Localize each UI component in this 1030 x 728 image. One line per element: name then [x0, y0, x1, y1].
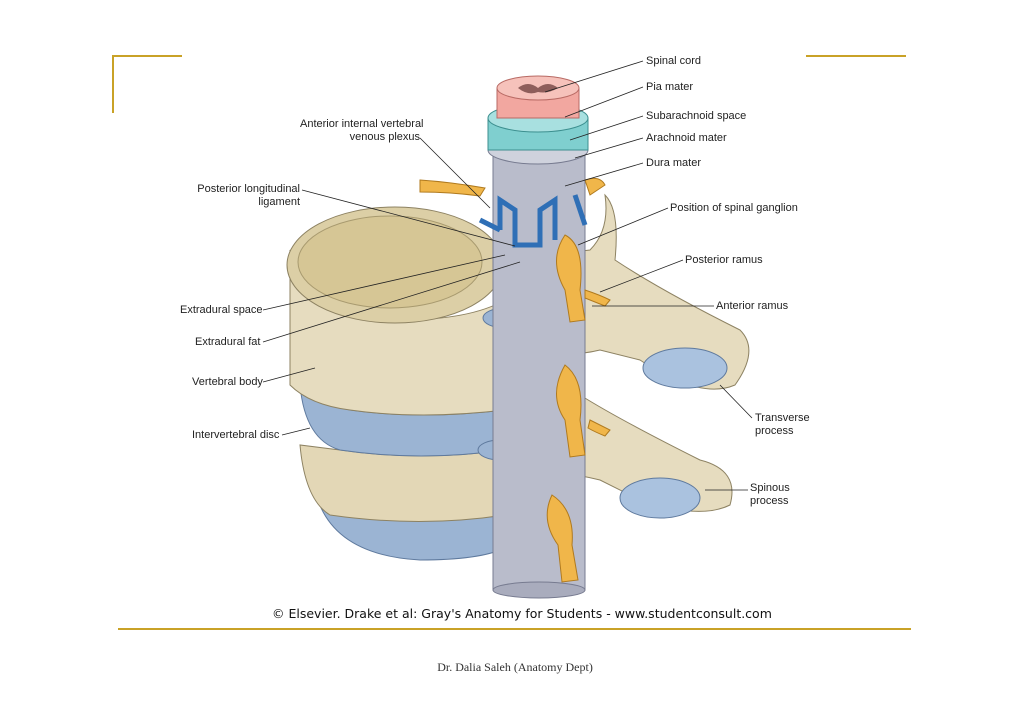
label-anterior-plexus-1: Anterior internal vertebral	[300, 118, 424, 130]
label-transverse-process-2: process	[755, 425, 794, 437]
slide-footer: Dr. Dalia Saleh (Anatomy Dept)	[437, 660, 593, 674]
frame-top-right	[806, 55, 906, 57]
label-spinous-process-1: Spinous	[750, 482, 790, 494]
image-credit: © Elsevier. Drake et al: Gray's Anatomy …	[272, 606, 772, 621]
label-dura-mater: Dura mater	[646, 157, 702, 169]
label-posterior-ligament-2: ligament	[258, 196, 300, 208]
leader-lines	[262, 60, 753, 491]
label-spinal-ganglion: Position of spinal ganglion	[670, 202, 798, 214]
frame-top-left	[112, 55, 182, 57]
venous-plexus	[478, 194, 588, 248]
label-posterior-ligament-1: Posterior longitudinal	[197, 183, 300, 195]
meninges-rings	[487, 75, 589, 165]
upper-vertebral-body	[286, 206, 506, 416]
lower-vertebral-body	[299, 444, 506, 522]
label-pia-mater: Pia mater	[646, 81, 694, 93]
frame-bottom	[118, 628, 911, 630]
label-vertebral-body: Vertebral body	[192, 376, 263, 388]
label-spinal-cord: Spinal cord	[646, 55, 702, 67]
label-subarachnoid-space: Subarachnoid space	[646, 110, 747, 122]
label-intervertebral-disc: Intervertebral disc	[192, 429, 280, 441]
label-spinous-process-2: process	[750, 495, 789, 507]
label-posterior-ramus: Posterior ramus	[685, 254, 763, 266]
label-extradural-fat: Extradural fat	[195, 336, 261, 348]
label-anterior-ramus: Anterior ramus	[716, 300, 789, 312]
frame-left-vertical	[112, 55, 114, 113]
label-anterior-plexus-2: venous plexus	[349, 131, 420, 143]
label-transverse-process-1: Transverse	[755, 412, 810, 424]
label-arachnoid-mater: Arachnoid mater	[646, 132, 727, 144]
spinal-nerves	[419, 177, 611, 583]
label-extradural-space: Extradural space	[180, 304, 263, 316]
